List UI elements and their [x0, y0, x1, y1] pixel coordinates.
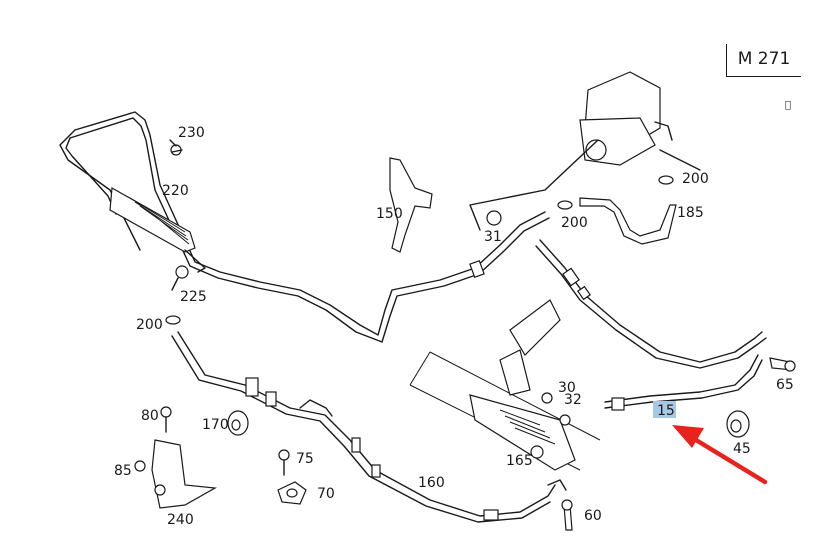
label-60: 60 — [584, 508, 602, 524]
label-200-mid: 200 — [561, 215, 588, 231]
label-32: 32 — [564, 392, 582, 408]
engine-code-box: M 271 — [726, 44, 801, 77]
return-line-upper — [59, 111, 550, 343]
label-45: 45 — [733, 441, 751, 457]
bolt-80 — [160, 406, 172, 433]
label-230: 230 — [178, 125, 205, 141]
label-30: 30 — [558, 380, 576, 396]
label-185: 185 — [677, 205, 704, 221]
bushing-170 — [227, 410, 249, 436]
bracket-240 — [151, 439, 217, 509]
label-165: 165 — [506, 453, 533, 469]
label-80: 80 — [141, 408, 159, 424]
hose-185 — [579, 175, 677, 245]
bushing-45 — [726, 410, 750, 438]
clip-230 — [169, 139, 183, 156]
feed-line-lower — [171, 331, 556, 523]
bolt-85 — [134, 460, 146, 472]
label-240: 240 — [167, 512, 194, 528]
label-160: 160 — [418, 475, 445, 491]
label-85: 85 — [114, 463, 132, 479]
seal-ring-31 — [486, 210, 502, 226]
clamp-200-upper — [557, 200, 573, 210]
label-70: 70 — [317, 486, 335, 502]
bolt-65 — [769, 357, 796, 372]
label-220: 220 — [162, 183, 189, 199]
label-150: 150 — [376, 206, 403, 222]
label-200-right: 200 — [682, 171, 709, 187]
label-65: 65 — [776, 377, 794, 393]
red-arrow — [672, 425, 768, 485]
label-170: 170 — [202, 417, 229, 433]
bolt-225 — [171, 265, 189, 291]
label-31: 31 — [484, 229, 502, 245]
label-15: 15 — [657, 403, 675, 419]
steering-rack — [409, 299, 601, 491]
bracket-150 — [389, 157, 433, 253]
bolt-75 — [278, 449, 290, 476]
small-marker:   — [785, 100, 791, 111]
oil-cooler-220 — [109, 187, 206, 273]
highlight-box-15 — [653, 401, 676, 418]
label-75: 75 — [296, 451, 314, 467]
label-225: 225 — [180, 289, 207, 305]
label-200-left: 200 — [136, 317, 163, 333]
clamp-200-left — [165, 315, 181, 325]
clamp-70 — [277, 481, 307, 505]
bolt-60 — [561, 499, 573, 531]
pump-reservoir — [469, 71, 701, 231]
pressure-hose — [535, 239, 767, 411]
